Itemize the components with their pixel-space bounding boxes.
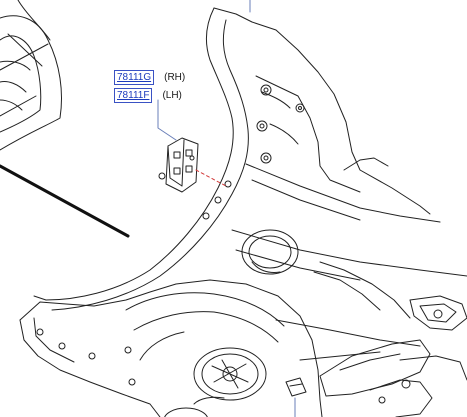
clip-fastener	[285, 377, 307, 397]
fuel-filler-opening	[241, 229, 299, 275]
callout-78111g: 78111G (RH)	[114, 70, 185, 85]
location-dash	[195, 169, 227, 187]
hinge-bracket	[158, 137, 199, 193]
side-label-rh: (RH)	[164, 72, 186, 83]
right-brackets	[319, 295, 467, 417]
vehicle-silhouette	[0, 0, 62, 151]
rear-quarter-panel	[19, 7, 467, 417]
callout-78111f: 78111F (LH)	[114, 88, 182, 103]
separator-bar	[0, 164, 130, 238]
side-label-lh: (LH)	[162, 90, 182, 101]
callout-leader	[157, 99, 177, 141]
part-number-link-78111f[interactable]: 78111F	[114, 88, 153, 103]
fuel-cap	[164, 347, 267, 417]
part-number-link-78111g[interactable]: 78111G	[114, 70, 155, 85]
